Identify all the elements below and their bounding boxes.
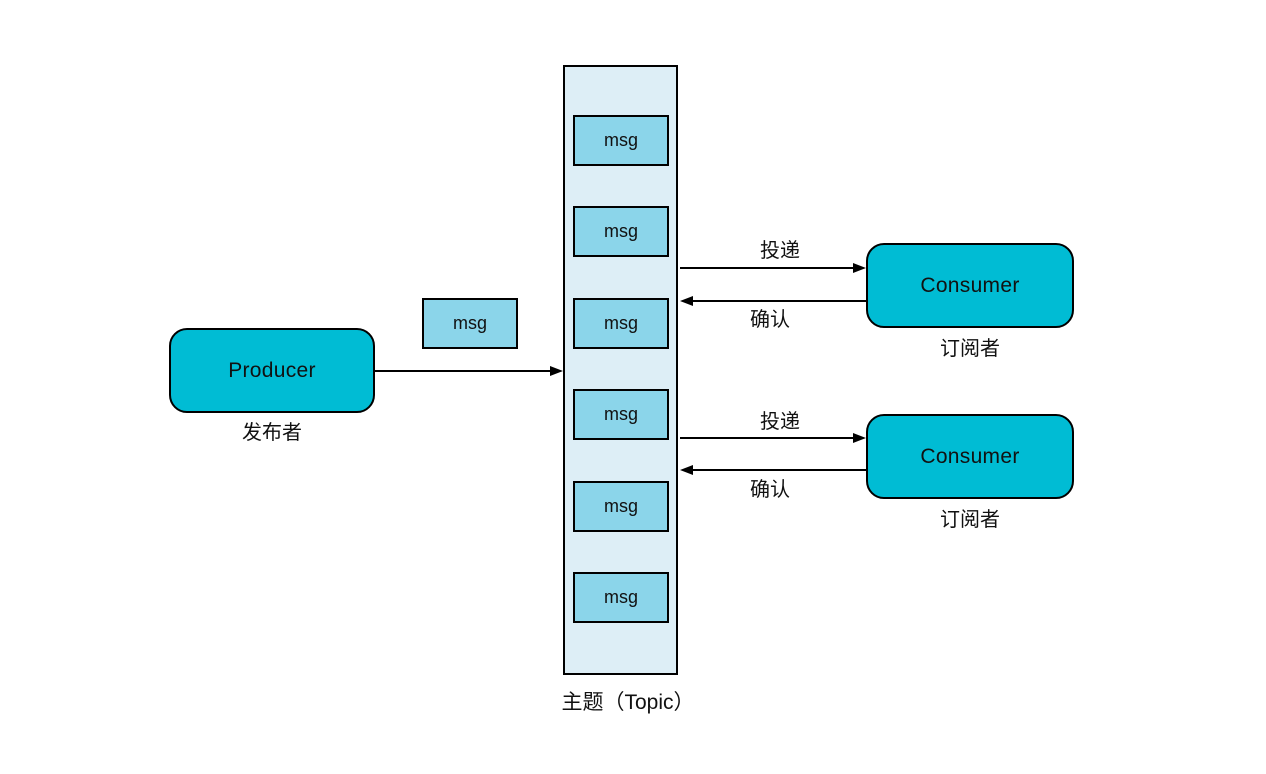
consumer-node: Consumer xyxy=(866,414,1074,499)
producer-label: Producer xyxy=(228,358,316,382)
consumer-caption: 订阅者 xyxy=(940,338,1000,360)
topic-caption: 主题（Topic） xyxy=(561,691,695,714)
floating-msg-box: msg xyxy=(422,298,518,349)
msg-label: msg xyxy=(603,221,638,241)
ack-arrow-label: 确认 xyxy=(750,309,790,331)
consumer-caption: 订阅者 xyxy=(940,509,1000,531)
topic-msg-box: msg xyxy=(573,389,669,440)
msg-label: msg xyxy=(603,313,638,333)
deliver-arrow-label: 投递 xyxy=(760,240,800,262)
msg-label: msg xyxy=(452,313,487,333)
msg-label: msg xyxy=(603,587,638,607)
topic-container: msg msg msg msg msg msg xyxy=(563,65,678,675)
consumer-label: Consumer xyxy=(920,444,1020,468)
consumer-node: Consumer xyxy=(866,243,1074,328)
ack-arrow-label: 确认 xyxy=(750,479,790,501)
topic-msg-box: msg xyxy=(573,115,669,166)
topic-msg-box: msg xyxy=(573,481,669,532)
producer-node: Producer xyxy=(169,328,375,413)
deliver-arrow-label: 投递 xyxy=(760,411,800,433)
msg-label: msg xyxy=(603,130,638,150)
consumer-label: Consumer xyxy=(920,273,1020,297)
producer-caption: 发布者 xyxy=(242,422,302,444)
topic-msg-box: msg xyxy=(573,572,669,623)
topic-msg-box: msg xyxy=(573,298,669,349)
msg-label: msg xyxy=(603,404,638,424)
msg-label: msg xyxy=(603,496,638,516)
topic-msg-box: msg xyxy=(573,206,669,257)
